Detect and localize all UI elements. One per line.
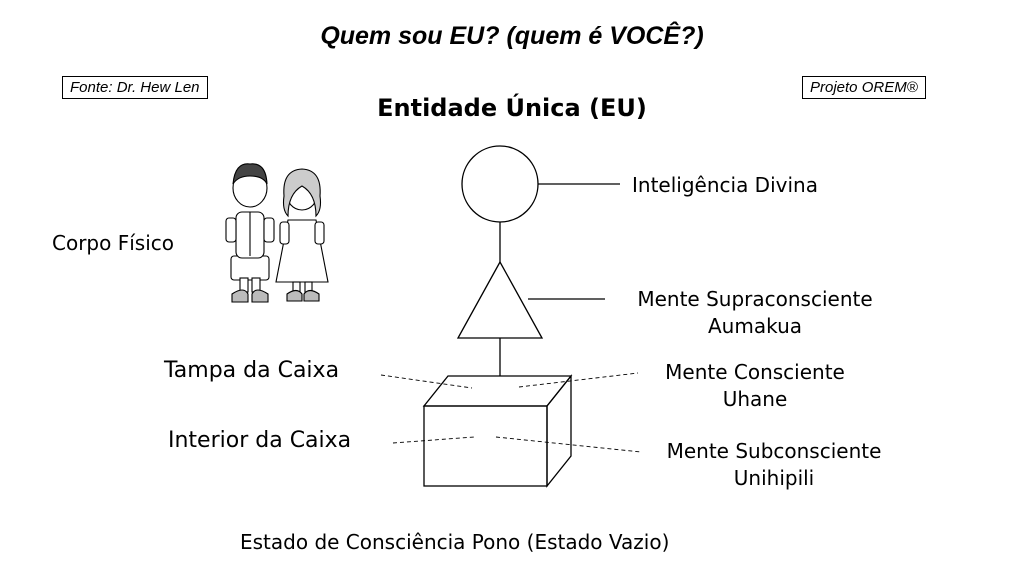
superconscious-triangle [456,260,544,339]
label-box-lid: Tampa da Caixa [164,358,340,383]
divine-intelligence-circle [461,145,539,223]
footer-state-label: Estado de Consciência Pono (Estado Vazio… [240,530,670,554]
label-box-interior: Interior da Caixa [168,428,352,453]
box-cube [422,374,573,488]
label-divine-intelligence: Inteligência Divina [632,173,818,197]
subconscious-leader [495,436,642,453]
diagram-subtitle: Entidade Única (EU) [377,94,647,122]
superconscious-title: Mente Supraconsciente [637,287,873,311]
project-box: Projeto OREM® [802,76,926,99]
source-box: Fonte: Dr. Hew Len [62,76,208,99]
label-conscious-mind: Mente Consciente Uhane [630,359,880,413]
label-physical-body: Corpo Físico [52,231,174,255]
box-lid-leader [380,374,473,389]
subconscious-subtitle: Unihipili [733,466,815,490]
conscious-leader [518,372,639,388]
conscious-subtitle: Uhane [722,387,788,411]
children-illustration [225,163,329,303]
label-subconscious-mind: Mente Subconsciente Unihipili [640,438,908,492]
boy-figure-icon [225,163,275,303]
subconscious-title: Mente Subconsciente [666,439,882,463]
box-interior-leader [392,436,475,444]
label-superconscious-mind: Mente Supraconsciente Aumakua [610,286,900,340]
page-title: Quem sou EU? (quem é VOCÊ?) [320,22,704,50]
conscious-title: Mente Consciente [665,360,845,384]
girl-figure-icon [275,168,329,302]
superconscious-subtitle: Aumakua [708,314,802,338]
